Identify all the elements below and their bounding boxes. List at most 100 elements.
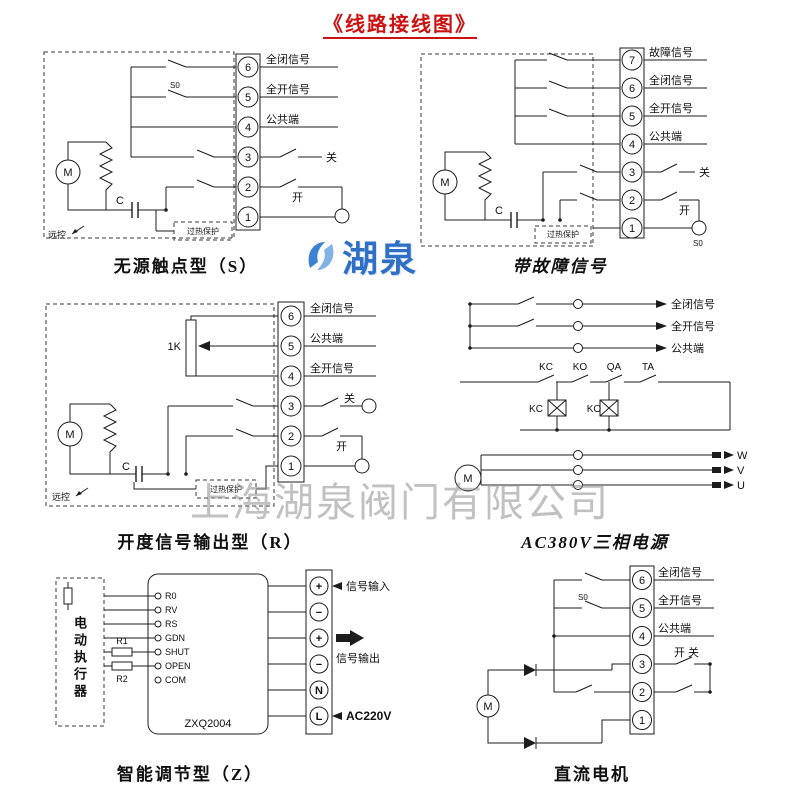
z-r2-resistor-icon (111, 661, 133, 671)
dc-terminal-circles (632, 570, 652, 730)
z-power-label: AC220V (346, 709, 391, 723)
fault-right-wiring (644, 59, 707, 236)
r-winding-icon (102, 403, 118, 474)
dc-diagram: 全闭信号 全开信号 公共端 开 关 S0 M (476, 565, 714, 749)
z-terminal-l: L (316, 711, 323, 723)
fault-terminal-1: 1 (629, 223, 635, 235)
panel-dc: 全闭信号 全开信号 公共端 开 关 S0 M (462, 558, 722, 763)
z-actuator-resistor-icon (63, 582, 73, 610)
r-terminal-3: 3 (288, 401, 294, 413)
r-overheat-label: 过热保护 (210, 484, 242, 494)
s-t5-label: 全开信号 (266, 82, 310, 96)
panel-z: R0 RV RS GDN SHUT OPEN COM ZXQ2004 R1 R2 (48, 562, 408, 762)
fault-open-label: 开 (679, 205, 690, 217)
ac380-motor-label: M (463, 473, 472, 485)
dc-motor-icon (476, 669, 524, 744)
dc-diode-top-icon (524, 663, 630, 676)
s-terminal-3: 3 (245, 152, 251, 164)
dc-t4-label: 公共端 (658, 622, 691, 635)
r-internal-wiring (166, 398, 278, 476)
z-terminal-minus2: − (316, 659, 322, 671)
caption-fault: 带故障信号 (512, 257, 608, 276)
s-t6-label: 全闭信号 (266, 52, 310, 66)
caption-s: 无源触点型（S） (113, 257, 259, 276)
s-terminal-6: 6 (245, 62, 251, 74)
dc-terminal-strip (629, 565, 655, 735)
fault-terminal-2: 2 (629, 195, 635, 207)
fault-close-label: 关 (699, 165, 710, 179)
fault-terminal-5: 5 (629, 111, 635, 123)
caption-z: 智能调节型（Z） (116, 765, 264, 784)
z-r1-label: R1 (116, 636, 128, 646)
s-close-label: 关 (326, 150, 337, 164)
dc-motor-label: M (483, 701, 492, 713)
r-right-wiring (304, 315, 377, 474)
fault-t7-label: 故障信号 (649, 45, 693, 59)
s-terminal-strip (235, 53, 261, 231)
dc-terminal-3: 3 (639, 659, 645, 671)
z-pin-r0: R0 (165, 591, 177, 601)
z-terminal-circles (309, 576, 329, 726)
s-internal-wiring (130, 59, 236, 212)
ac380-phase-w-label: W (737, 450, 748, 462)
s-motor-label: M (63, 167, 72, 179)
r-cap-label: C (122, 461, 130, 473)
fault-motor-icon (432, 151, 511, 221)
s-terminal-4: 4 (245, 122, 251, 134)
dc-right-wiring (654, 579, 714, 694)
z-pin-rv: RV (165, 605, 177, 615)
s-s0-label: S0 (170, 81, 180, 90)
fault-terminal-4: 4 (629, 139, 635, 151)
z-output-arrow-icon (336, 630, 364, 646)
s-overheat-label: 过热保护 (187, 226, 219, 236)
z-pin-open: OPEN (165, 661, 191, 671)
s-open-label: 开 (292, 192, 303, 204)
z-power-arrow-icon (332, 712, 342, 720)
r-motor-icon (57, 403, 136, 475)
dc-terminal-2: 2 (639, 687, 645, 699)
fault-terminal-6: 6 (629, 83, 635, 95)
r-close-label: 关 (344, 391, 355, 405)
ac380-motor-icon (454, 464, 482, 492)
fault-enclosure-box (420, 53, 594, 247)
z-left-wires (104, 595, 155, 671)
s-motor-icon (55, 141, 132, 211)
z-pin-shut: SHUT (165, 647, 190, 657)
s-terminal-5: 5 (245, 92, 251, 104)
z-terminal-n: N (315, 685, 323, 697)
s-type-diagram: 全闭信号 全开信号 公共端 关 开 S0 M (43, 51, 350, 241)
ac380-contactor-coils (520, 382, 731, 432)
ac380-ko1-label: KO (573, 362, 588, 373)
fault-motor-label: M (440, 177, 449, 189)
ac380-kc1-label: KC (539, 362, 553, 373)
dc-terminal-5: 5 (639, 603, 645, 615)
z-terminal-plus2: + (316, 633, 322, 645)
dc-diode-bottom-icon (524, 719, 630, 749)
r-terminal-1: 1 (288, 461, 294, 473)
s-terminal-circles (237, 56, 259, 228)
r-open-label: 开 (336, 441, 347, 453)
r-terminal-circles (280, 305, 302, 477)
r-remote-arrow-icon (75, 487, 89, 497)
r-lamp-close-icon (361, 398, 377, 414)
z-signal-in-label: 信号输入 (346, 579, 390, 593)
r-terminal-5: 5 (288, 341, 294, 353)
z-type-diagram: R0 RV RS GDN SHUT OPEN COM ZXQ2004 R1 R2 (55, 569, 391, 735)
r-enclosure-box (45, 303, 275, 507)
r-motor-label: M (65, 429, 74, 441)
r-overheat-box (133, 465, 278, 499)
caption-ac380: AC380V三相电源 (521, 533, 669, 552)
fault-terminal-7: 7 (629, 55, 635, 67)
fault-lamp-icon (691, 220, 707, 236)
z-module-label: ZXQ2004 (184, 718, 231, 730)
z-right-wires (268, 585, 306, 717)
dc-terminal-6: 6 (639, 575, 645, 587)
s-overheat-box (155, 210, 233, 241)
r-t4-label: 全开信号 (310, 361, 354, 375)
ac380-phase-v-label: V (737, 465, 745, 477)
r-terminal-2: 2 (288, 431, 294, 443)
ac380-qa-label: QA (607, 362, 622, 373)
ac380-ko2-label: KO (587, 404, 602, 415)
z-actuator-label: 电动执行器 (72, 616, 87, 701)
z-signal-out-label: 信号输出 (336, 651, 380, 665)
